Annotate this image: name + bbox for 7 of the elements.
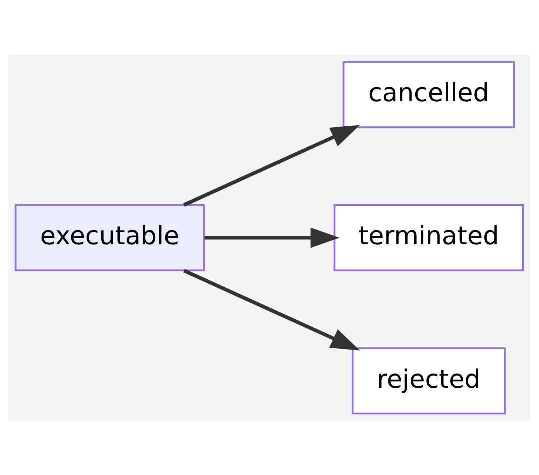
node-box: terminated bbox=[334, 204, 524, 272]
arrow bbox=[204, 227, 340, 248]
arrow bbox=[183, 124, 360, 206]
arrow bbox=[183, 268, 360, 350]
node-box: executable bbox=[14, 204, 206, 272]
node-box: cancelled bbox=[342, 60, 515, 128]
node-box: rejected bbox=[352, 347, 506, 414]
